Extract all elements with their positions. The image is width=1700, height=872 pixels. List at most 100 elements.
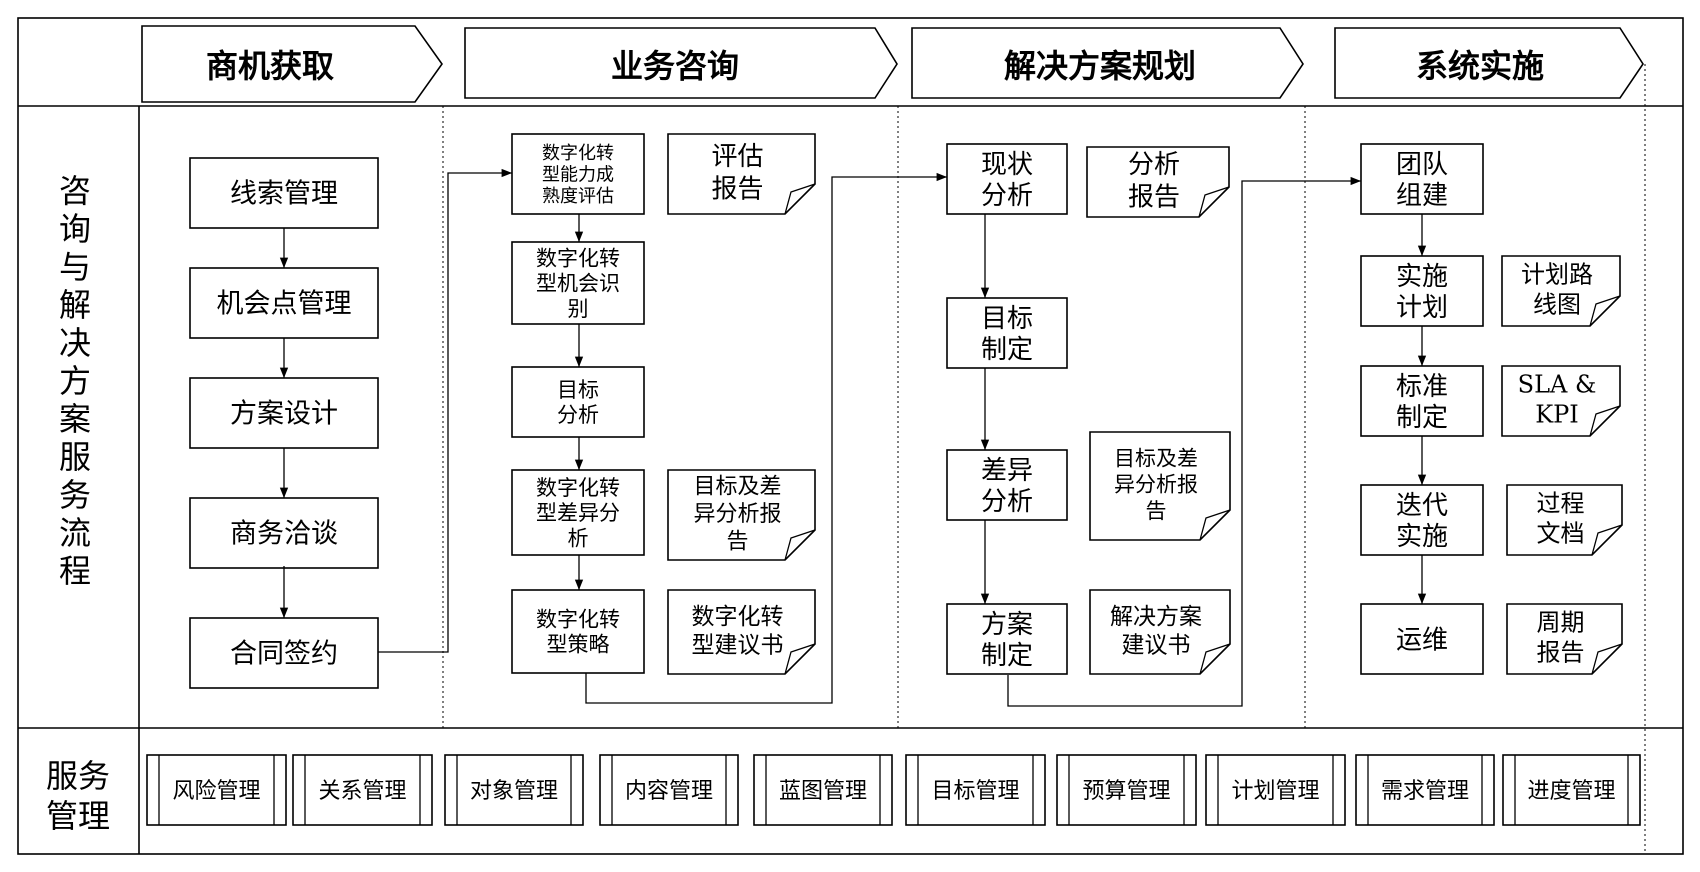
step-label: 标准	[1396, 372, 1448, 402]
service-item: 计划管理	[1205, 754, 1346, 826]
document-label: 目标及差	[693, 474, 781, 499]
phase-connectors	[378, 168, 1361, 707]
document-label: 建议书	[1122, 633, 1191, 659]
step-label: 析	[568, 526, 589, 550]
row-label-char: 询	[59, 210, 91, 248]
document-label: 周期	[1537, 609, 1585, 637]
document-label: KPI	[1535, 401, 1579, 429]
step-label: 数字化转	[536, 607, 620, 631]
service-item: 需求管理	[1355, 754, 1495, 826]
service-item: 内容管理	[599, 754, 739, 826]
document-label: 解决方案	[1110, 604, 1202, 630]
step-label: 型策略	[547, 633, 610, 657]
step-label: 方案	[981, 610, 1033, 640]
phase-dividers	[442, 64, 1646, 854]
process-steps: 线索管理机会点管理方案设计商务洽谈合同签约数字化转型能力成熟度评估数字化转型机会…	[189, 133, 1484, 689]
document-label: 目标及差	[1114, 446, 1198, 470]
step-label: 目标	[557, 378, 599, 402]
document-label: 异分析报	[1114, 473, 1198, 497]
step-label: 线索管理	[230, 179, 338, 210]
step-label: 合同签约	[230, 639, 338, 670]
service-item: 风险管理	[146, 754, 287, 826]
row-label-char: 务	[59, 476, 91, 514]
process-step-col1: 机会点管理	[189, 267, 379, 339]
document-label: 过程	[1537, 490, 1585, 518]
row-label-char: 案	[59, 400, 91, 438]
service-item: 关系管理	[292, 754, 433, 826]
process-step-col1: 方案设计	[189, 377, 379, 449]
document-label: 文档	[1537, 520, 1585, 548]
step-label: 别	[568, 297, 589, 321]
service-label: 预算管理	[1082, 779, 1170, 804]
step-label: 团队	[1396, 150, 1448, 180]
service-label: 进度管理	[1527, 779, 1615, 804]
service-item: 进度管理	[1502, 754, 1641, 826]
step-label: 型能力成	[542, 164, 614, 185]
phase-title: 系统实施	[1416, 47, 1544, 85]
step-label: 制定	[981, 335, 1033, 365]
document-label: 报告	[1128, 183, 1180, 213]
step-label: 分析	[981, 487, 1033, 517]
row-label-char: 决	[59, 324, 91, 362]
step-label: 型机会识	[536, 272, 620, 296]
step-label: 计划	[1396, 293, 1448, 323]
step-label: 现状	[981, 150, 1033, 180]
document-label: 计划路	[1521, 261, 1593, 289]
row-label-char: 解	[59, 286, 91, 324]
row-label-char: 流	[59, 514, 91, 552]
service-item: 蓝图管理	[753, 754, 893, 826]
step-label: 分析	[981, 181, 1033, 211]
step-label: 分析	[557, 403, 599, 427]
step-label: 差异	[981, 456, 1033, 486]
step-label: 型差异分	[536, 501, 620, 525]
process-step-col1: 商务洽谈	[189, 497, 379, 569]
row-label-char: 与	[59, 248, 91, 286]
step-label: 目标	[981, 304, 1033, 334]
document-label: 分析	[1128, 150, 1180, 180]
step-label: 数字化转	[536, 476, 620, 500]
document-label: 报告	[1537, 639, 1585, 667]
document-label: 告	[1146, 499, 1167, 523]
row-label-char: 方	[59, 362, 91, 400]
phase-header-系统实施: 系统实施	[1334, 27, 1644, 99]
step-label: 实施	[1396, 262, 1448, 292]
service-label: 关系管理	[318, 779, 406, 804]
process-step-col1: 线索管理	[189, 157, 379, 229]
document-label: 线图	[1533, 291, 1581, 319]
service-label: 需求管理	[1381, 779, 1469, 804]
step-label: 运维	[1396, 625, 1448, 655]
service-management-row: 风险管理关系管理对象管理内容管理蓝图管理目标管理预算管理计划管理需求管理进度管理	[146, 754, 1641, 826]
service-label: 目标管理	[931, 779, 1019, 804]
step-label: 实施	[1396, 522, 1448, 552]
step-label: 数字化转	[536, 246, 620, 270]
document-outputs: 评估报告目标及差异分析报告数字化转型建议书分析报告目标及差异分析报告解决方案建议…	[667, 133, 1623, 675]
step-label: 机会点管理	[217, 289, 352, 320]
row-label-char: 程	[59, 552, 91, 590]
phase-header-业务咨询: 业务咨询	[464, 27, 898, 99]
step-label: 组建	[1396, 181, 1448, 211]
service-label: 蓝图管理	[779, 779, 867, 804]
process-step-col4: 运维	[1360, 603, 1484, 675]
